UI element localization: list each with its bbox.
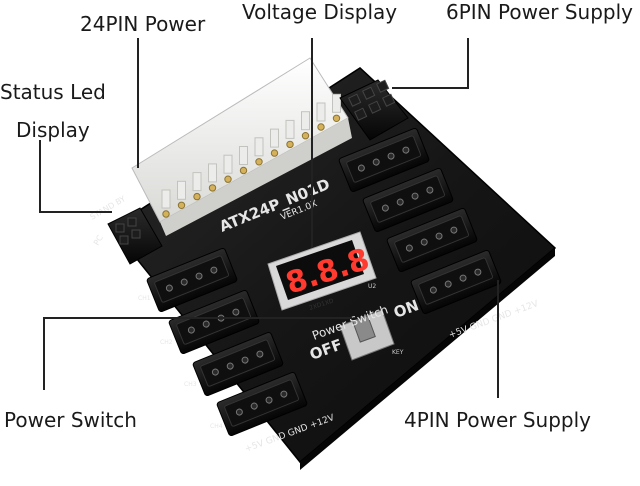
channel-label: CH1 [138,295,151,302]
molex-pin [444,280,452,288]
callout-4pin-power-supply: 4PIN Power Supply [404,408,591,432]
atx-pin [208,184,217,192]
molex-pin [250,402,258,410]
right-molex-connector-3 [386,207,478,273]
callout-voltage-display: Voltage Display [242,0,398,24]
atx-latch-slot [223,154,233,174]
left-molex-connector-1 [146,247,238,313]
molex-pin [405,244,413,252]
molex-socket [418,257,494,305]
six-pin-connector [339,79,409,141]
atx-latch-slot [254,137,264,157]
leader-power-switch [43,317,352,390]
molex-pin [280,390,288,398]
molex-pin [210,266,218,274]
molex-pin [420,238,428,246]
atx-latch-slot [270,128,279,148]
molex-pin [474,268,482,276]
atx-pin [270,149,279,157]
atx-latch-slot [208,163,217,183]
molex-pin [450,226,458,234]
molex-pin [459,274,467,282]
u2-label: U2 [368,283,376,290]
voltage-display: 8.8.8 2XD1XD U2 [267,231,377,312]
molex-pin [411,192,419,200]
leader-status-led [39,140,112,213]
molex-pin [241,356,249,364]
atx-pin [177,201,186,210]
molex-socket [394,215,470,263]
channel-label: CH2 [160,339,173,346]
atx-pin [317,123,325,131]
molex-pin [187,326,195,334]
molex-pin [396,198,404,206]
atx-latch-slot [192,172,202,192]
channel-label: CH4 [210,423,223,430]
channel-label: CH3 [184,381,197,388]
atx-latch-slot [177,180,186,200]
molex-socket [224,379,300,427]
right-molex-connector-1 [338,127,430,193]
molex-pin [180,278,188,286]
atx-latch-slot [332,93,341,113]
molex-pin [381,204,389,212]
atx-24pin-connector [131,57,352,236]
molex-socket [200,339,276,387]
molex-pin [202,320,210,328]
molex-pin [211,368,219,376]
molex-socket [346,135,422,183]
right-molex-connector-2 [362,167,454,233]
atx-pin [224,175,232,183]
right-molex-connector-4 [410,249,502,315]
molex-pin [426,186,434,194]
left-molex-connector-4 [216,371,308,437]
key-label: KEY [392,349,404,356]
molex-pin [429,286,437,294]
molex-pin [256,350,264,358]
leader-6pin [392,38,469,89]
molex-pin [232,308,240,316]
molex-pin [402,146,410,154]
molex-pin [387,152,395,160]
pc-silkscreen: PC [92,233,105,247]
molex-pin [226,362,234,370]
atx-latch-slot [161,189,171,209]
callout-status-led-line2: Display [16,118,90,142]
molex-socket [370,175,446,223]
callout-power-switch: Power Switch [4,408,137,432]
molex-socket [154,255,230,303]
molex-pin [235,408,243,416]
pcb-board-edge [300,248,555,470]
molex-pin [265,396,273,404]
callout-24pin-power: 24PIN Power [80,12,206,36]
atx-latch-slot [301,111,310,131]
molex-pin [357,164,365,172]
left-molex-connector-3 [192,331,284,397]
atx-pin [193,192,201,201]
callout-leaders [39,38,499,398]
atx-pin [301,132,310,140]
atx-pin [162,210,170,218]
atx-pin [239,166,248,175]
atx-pin [332,114,341,123]
molex-pin [165,284,173,292]
molex-socket [176,297,252,345]
atx-pin [286,140,294,149]
callout-status-led-line1: Status Led [0,80,106,104]
molex-pin [372,158,380,166]
atx-pin [255,158,263,166]
callout-6pin-power-supply: 6PIN Power Supply [446,0,633,24]
molex-pin [195,272,203,280]
left-molex-group [146,247,308,437]
molex-pin [435,232,443,240]
right-molex-group [338,127,502,315]
atx-latch-slot [285,119,295,139]
atx-latch-slot [316,102,326,122]
atx-latch-slot [239,146,248,165]
